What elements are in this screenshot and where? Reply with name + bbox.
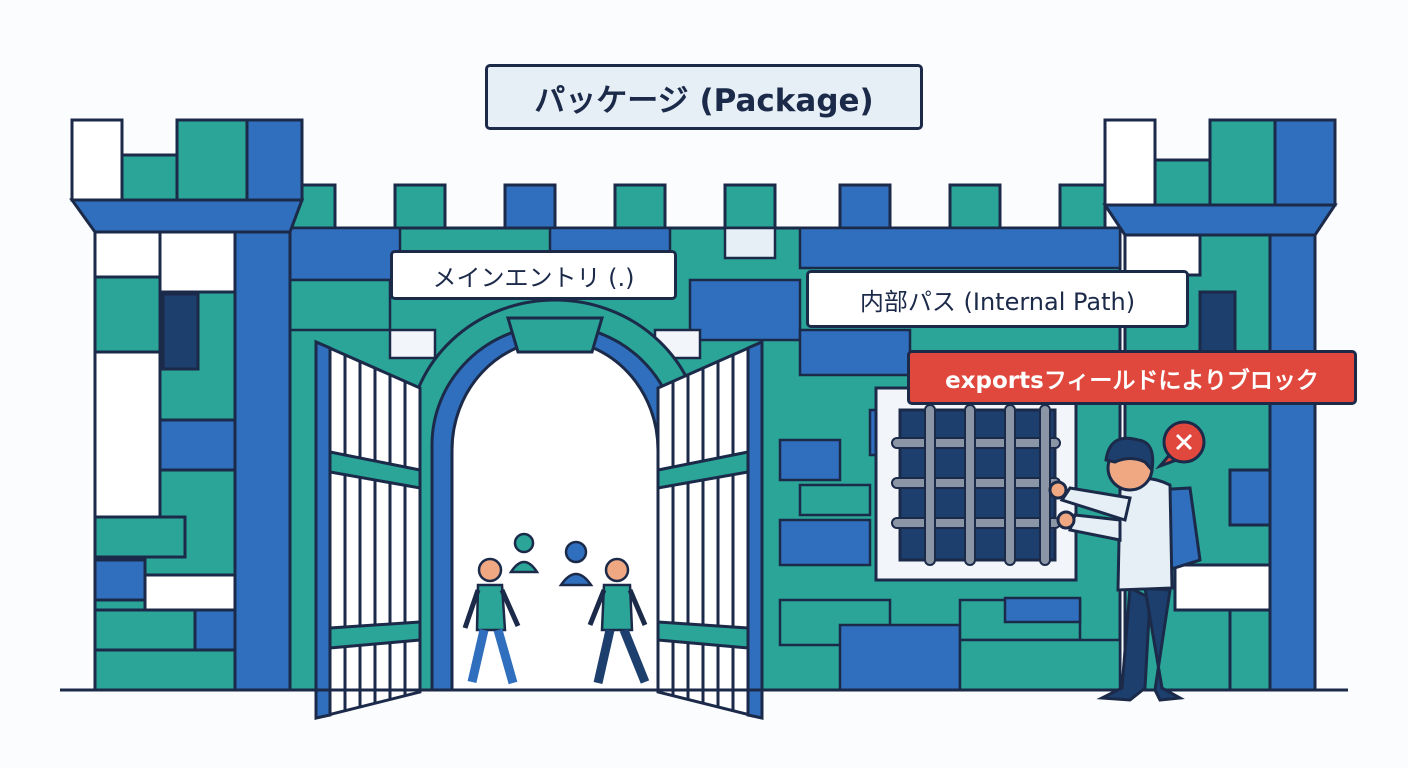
open-gate-right [656, 339, 764, 720]
walking-person-right [587, 557, 650, 684]
barred-window [874, 386, 1078, 582]
blocked-by-exports-label: exportsフィールドによりブロック [907, 350, 1357, 405]
person-icon [508, 532, 540, 574]
package-title-label: パッケージ (Package) [485, 64, 923, 130]
left-tower [69, 118, 305, 692]
internal-path-label: 内部パス (Internal Path) [806, 270, 1189, 328]
wall-bricks [278, 226, 1122, 692]
blocked-visitor [1048, 436, 1202, 702]
person-icon [558, 540, 594, 587]
main-entry-label: メインエントリ (.) [390, 250, 677, 300]
x-circle-icon [1155, 420, 1206, 470]
open-gate-left [314, 339, 422, 720]
walking-person-left [462, 557, 521, 685]
